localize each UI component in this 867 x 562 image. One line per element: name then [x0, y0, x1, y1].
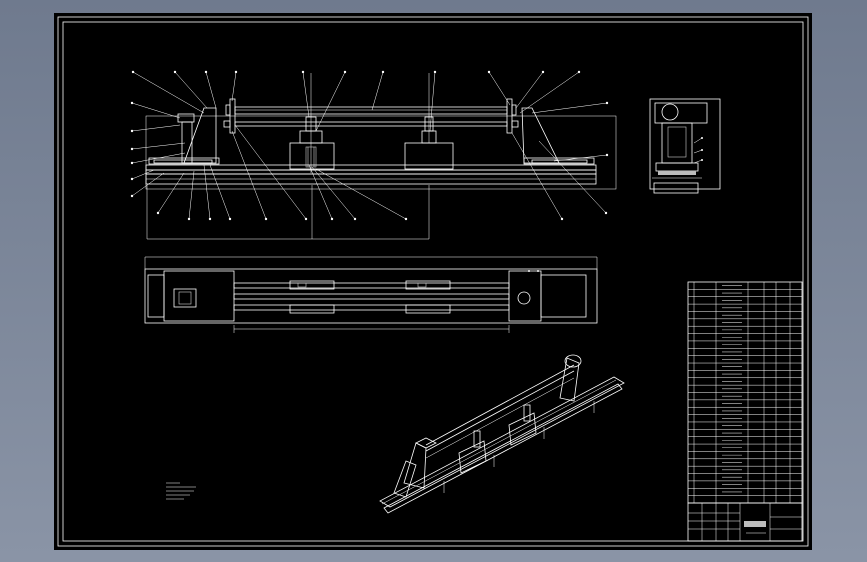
sheet-frame — [57, 16, 809, 547]
plan-view — [144, 256, 598, 333]
front-elevation-view — [130, 70, 617, 240]
isometric-view — [379, 354, 625, 514]
balloon-leaders — [130, 70, 609, 221]
assembly-drawing-sheet — [57, 16, 809, 547]
cad-viewport[interactable] — [54, 13, 812, 550]
technical-notes — [166, 482, 196, 500]
side-elevation-view — [649, 98, 721, 194]
title-block — [687, 502, 803, 542]
bill-of-materials-table — [687, 281, 803, 504]
